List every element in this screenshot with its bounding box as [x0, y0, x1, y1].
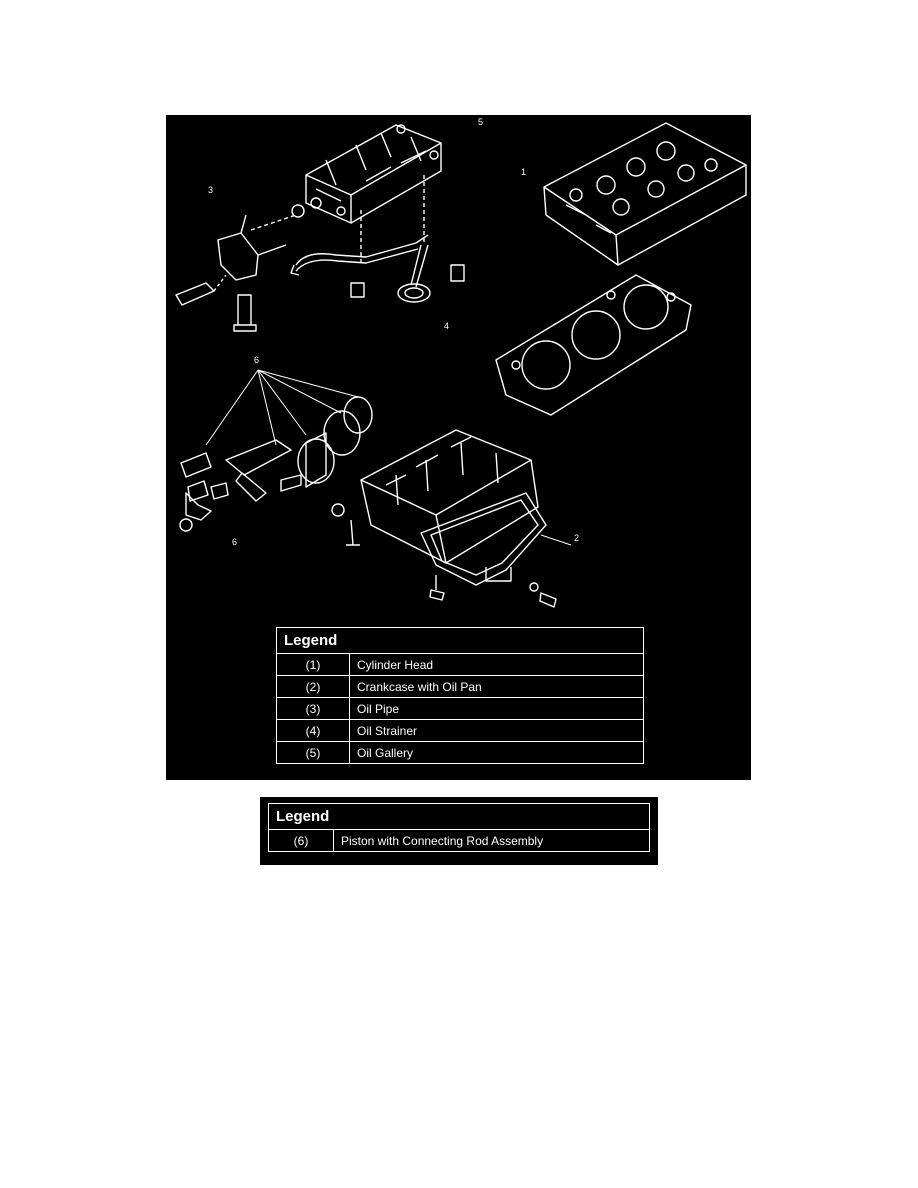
callout-4: 4: [444, 321, 449, 331]
legend-number: (3): [276, 697, 350, 720]
legend-row: (2) Crankcase with Oil Pan: [276, 675, 644, 698]
legend-row: (4) Oil Strainer: [276, 719, 644, 742]
cylinder-head-part: [543, 122, 747, 266]
legend-label: Crankcase with Oil Pan: [349, 675, 644, 698]
legend-row: (5) Oil Gallery: [276, 741, 644, 764]
oil-pipe-part: [175, 204, 305, 332]
diagram-drawing: 5 1 3 4 6 6 2: [175, 117, 747, 608]
legend-number: (4): [276, 719, 350, 742]
callout-6-bottom: 6: [232, 537, 237, 547]
head-gasket-part: [495, 274, 692, 416]
callout-5: 5: [478, 117, 483, 127]
legend-label: Cylinder Head: [349, 653, 644, 676]
legend-row: (3) Oil Pipe: [276, 697, 644, 720]
legend-table-bottom: Legend (6) Piston with Connecting Rod As…: [260, 797, 658, 865]
legend-label: Oil Pipe: [349, 697, 644, 720]
legend-row: (1) Cylinder Head: [276, 653, 644, 676]
legend-number: (6): [268, 829, 334, 852]
legend-table-top: Legend (1) Cylinder Head (2) Crankcase w…: [276, 627, 644, 764]
legend-number: (5): [276, 741, 350, 764]
piston-assembly-part: [179, 396, 373, 532]
oil-gallery-part: [305, 124, 442, 224]
callout-labels: 5 1 3 4 6 6 2: [208, 117, 579, 547]
callout-3: 3: [208, 185, 213, 195]
legend-label: Oil Strainer: [349, 719, 644, 742]
callout-1: 1: [521, 167, 526, 177]
legend-title: Legend: [276, 627, 644, 654]
legend-number: (1): [276, 653, 350, 676]
legend-row: (6) Piston with Connecting Rod Assembly: [268, 829, 650, 852]
legend-label: Oil Gallery: [349, 741, 644, 764]
legend-title: Legend: [268, 803, 650, 830]
crankcase-oil-pan-part: [331, 429, 557, 608]
legend-label: Piston with Connecting Rod Assembly: [333, 829, 650, 852]
oil-strainer-part: [290, 234, 465, 303]
legend-number: (2): [276, 675, 350, 698]
callout-6-top: 6: [254, 355, 259, 365]
callout-2: 2: [574, 533, 579, 543]
